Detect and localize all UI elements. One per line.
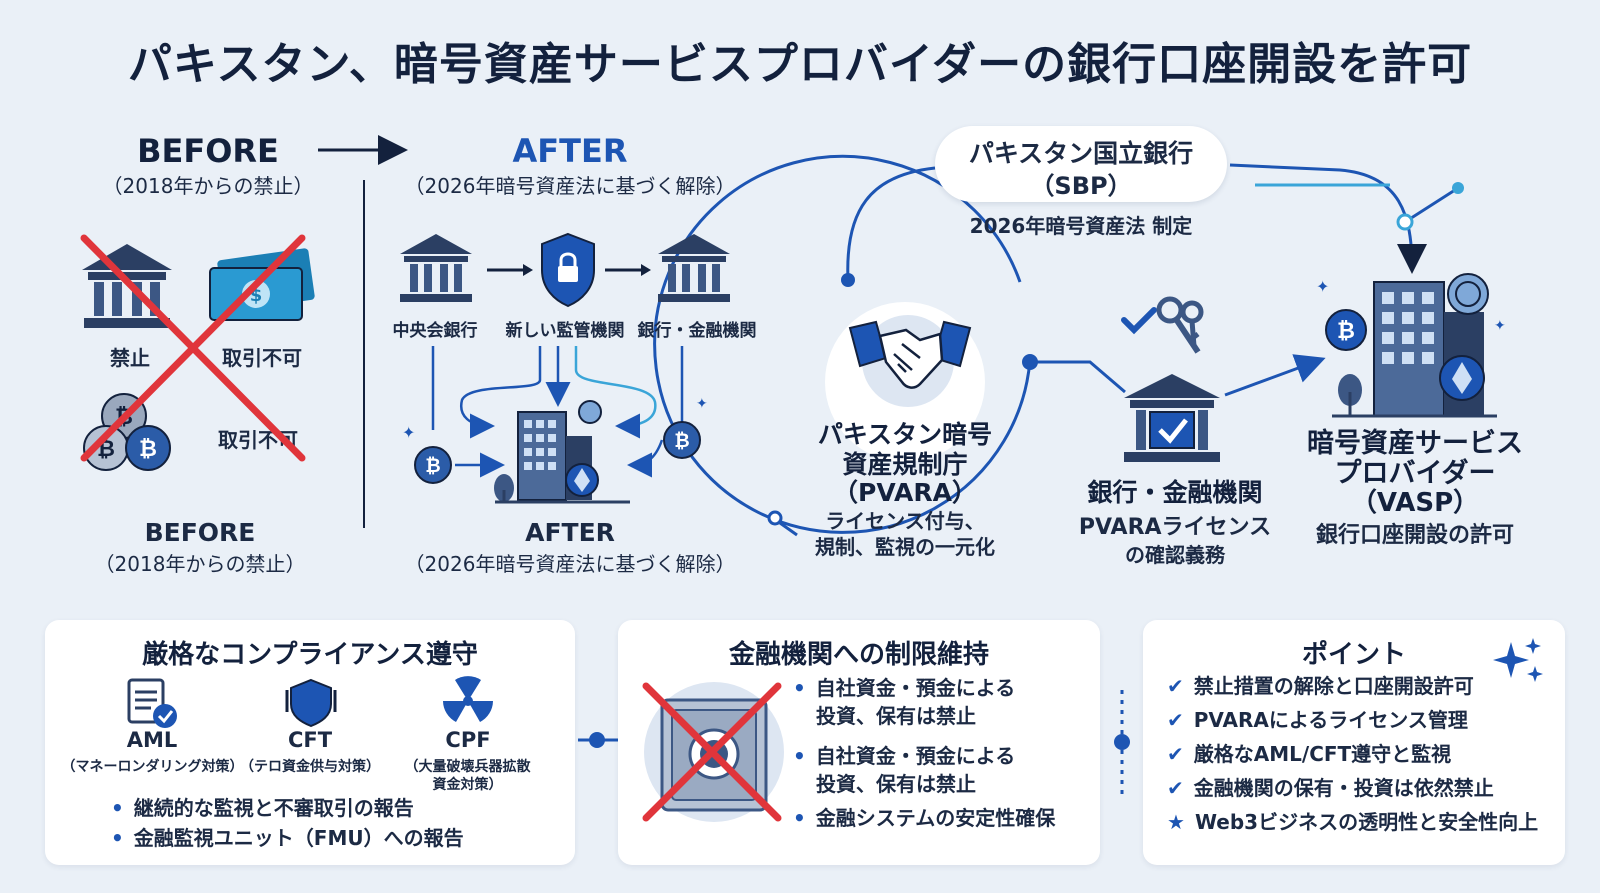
svg-text:✦: ✦ xyxy=(1316,277,1329,296)
prohibited-x-icon xyxy=(80,234,306,462)
restriction-bullet-3: •金融システムの安定性確保 xyxy=(793,806,1056,830)
cpf-code: CPF xyxy=(445,728,491,752)
checkmark-icon: ✔ xyxy=(1167,742,1184,766)
aml-desc: （マネーロンダリング対策） xyxy=(61,759,244,775)
svg-text:✦: ✦ xyxy=(402,423,415,442)
cpf-desc-2: 資金対策） xyxy=(432,777,503,793)
compliance-bullet-2: •金融監視ユニット（FMU）への報告 xyxy=(111,826,464,850)
points-title: ポイント xyxy=(1301,640,1406,670)
checkmark-icon: ✔ xyxy=(1167,708,1184,732)
flow-label-banks: 銀行・金融機関 xyxy=(637,321,757,341)
safe-icon xyxy=(642,682,784,822)
handshake-icon xyxy=(848,320,972,389)
banks-name: 銀行・金融機関 xyxy=(1087,478,1263,507)
sbp-name: パキスタン国立銀行 xyxy=(968,139,1194,168)
restrictions-title: 金融機関への制限維持 xyxy=(728,640,989,670)
radiation-icon xyxy=(443,676,493,722)
compliance-bullet-1: •継続的な監視と不審取引の報告 xyxy=(111,796,414,820)
flow-arrow-2 xyxy=(605,264,651,276)
flow-label-new-regulator: 新しい監管機関 xyxy=(505,321,625,341)
compliance-title: 厳格なコンプライアンス遵守 xyxy=(142,640,478,670)
vasp-abbr: （VASP） xyxy=(1350,488,1480,518)
cft-desc: （テロ資金供与対策） xyxy=(240,759,380,775)
vasp-desc: 銀行口座開設の許可 xyxy=(1315,523,1514,548)
restriction-bullet-1: •自社資金・預金による xyxy=(793,676,1016,700)
sbp-law: 2026年暗号資産法 制定 xyxy=(969,214,1193,238)
pvara-name-1: パキスタン暗号 xyxy=(817,420,993,449)
points-panel: ポイント ✔禁止措置の解除と口座開設許可 ✔PVARAによるライセンス管理 ✔厳… xyxy=(1143,620,1565,865)
aml-code: AML xyxy=(126,728,178,752)
restriction-bullet-2: •自社資金・預金による xyxy=(793,744,1016,768)
cpf-desc-1: （大量破壊兵器拡散 xyxy=(404,759,531,775)
cft-code: CFT xyxy=(287,728,333,752)
pvara-desc-1: ライセンス付与、 xyxy=(825,509,985,533)
vasp-name-1: 暗号資産サービス xyxy=(1307,428,1523,459)
svg-text:₿: ₿ xyxy=(674,430,689,452)
pvara-abbr: （PVARA） xyxy=(833,478,977,507)
key-icon xyxy=(1156,296,1204,354)
after-sub: （2026年暗号資産法に基づく解除） xyxy=(404,174,736,198)
before-item-ban: 禁止 xyxy=(110,346,150,370)
checkmark-icon: ✔ xyxy=(1167,674,1184,698)
point-item-2: ✔PVARAによるライセンス管理 xyxy=(1167,708,1468,732)
before-item-no-trade-1: 取引不可 xyxy=(222,346,302,370)
vasp-name-2: プロバイダー xyxy=(1334,458,1496,489)
restrictions-panel: 金融機関への制限維持 •自社資金・預金による 投資、保有は禁止 •自社資金・預金… xyxy=(618,620,1100,865)
svg-text:₿: ₿ xyxy=(139,437,157,462)
point-item-1: ✔禁止措置の解除と口座開設許可 xyxy=(1167,674,1474,698)
star-icon: ★ xyxy=(1167,810,1185,834)
after-label-bottom: AFTER xyxy=(525,518,615,547)
flow-arrow-1 xyxy=(487,264,533,276)
after-sub-bottom: （2026年暗号資産法に基づく解除） xyxy=(404,552,736,576)
central-bank-icon xyxy=(400,234,472,302)
banks-desc-1: PVARAライセンス xyxy=(1078,515,1272,540)
svg-text:✦: ✦ xyxy=(696,396,708,412)
point-item-3: ✔厳格なAML/CFT遵守と監視 xyxy=(1167,742,1452,766)
sbp-abbr: （SBP） xyxy=(1030,172,1132,200)
document-check-icon xyxy=(127,678,177,728)
sbp-node xyxy=(935,126,1227,202)
before-sub: （2018年からの禁止） xyxy=(102,174,314,198)
verified-bank-icon xyxy=(1124,374,1220,462)
pvara-name-2: 資産規制庁 xyxy=(842,450,968,479)
before-label-bottom: BEFORE xyxy=(144,518,256,547)
svg-text:✦: ✦ xyxy=(1494,318,1506,334)
shield-icon xyxy=(285,678,337,728)
after-label: AFTER xyxy=(512,132,628,170)
svg-text:₿: ₿ xyxy=(1337,319,1355,344)
svg-text:₿: ₿ xyxy=(425,455,440,477)
point-item-4: ✔金融機関の保有・投資は依然禁止 xyxy=(1167,776,1494,800)
compliance-panel: 厳格なコンプライアンス遵守 AML （マネーロンダリング対策） CFT （テロ資… xyxy=(45,620,575,865)
before-sub-bottom: （2018年からの禁止） xyxy=(94,552,306,576)
point-item-5: ★Web3ビジネスの透明性と安全性向上 xyxy=(1167,810,1539,834)
sparkle-icon xyxy=(1493,638,1543,682)
pvara-desc-2: 規制、監視の一元化 xyxy=(815,535,995,559)
banks-desc-2: の確認義務 xyxy=(1125,543,1225,567)
after-flow-diagram: ₿ ₿ ✦ ✦ xyxy=(402,346,708,504)
vasp-building-icon: ₿ ✦ ✦ xyxy=(1316,273,1506,418)
bank-institution-icon xyxy=(658,234,730,302)
restriction-bullet-1-cont: 投資、保有は禁止 xyxy=(816,704,976,728)
flow-label-central-bank: 中央会銀行 xyxy=(392,321,478,341)
before-label: BEFORE xyxy=(137,132,279,170)
page-title: パキスタン、暗号資産サービスプロバイダーの銀行口座開設を許可 xyxy=(127,39,1473,90)
shield-lock-icon xyxy=(541,232,595,308)
restriction-bullet-2-cont: 投資、保有は禁止 xyxy=(816,772,976,796)
checkmark-icon: ✔ xyxy=(1167,776,1184,800)
checkmark-icon xyxy=(1121,307,1157,335)
